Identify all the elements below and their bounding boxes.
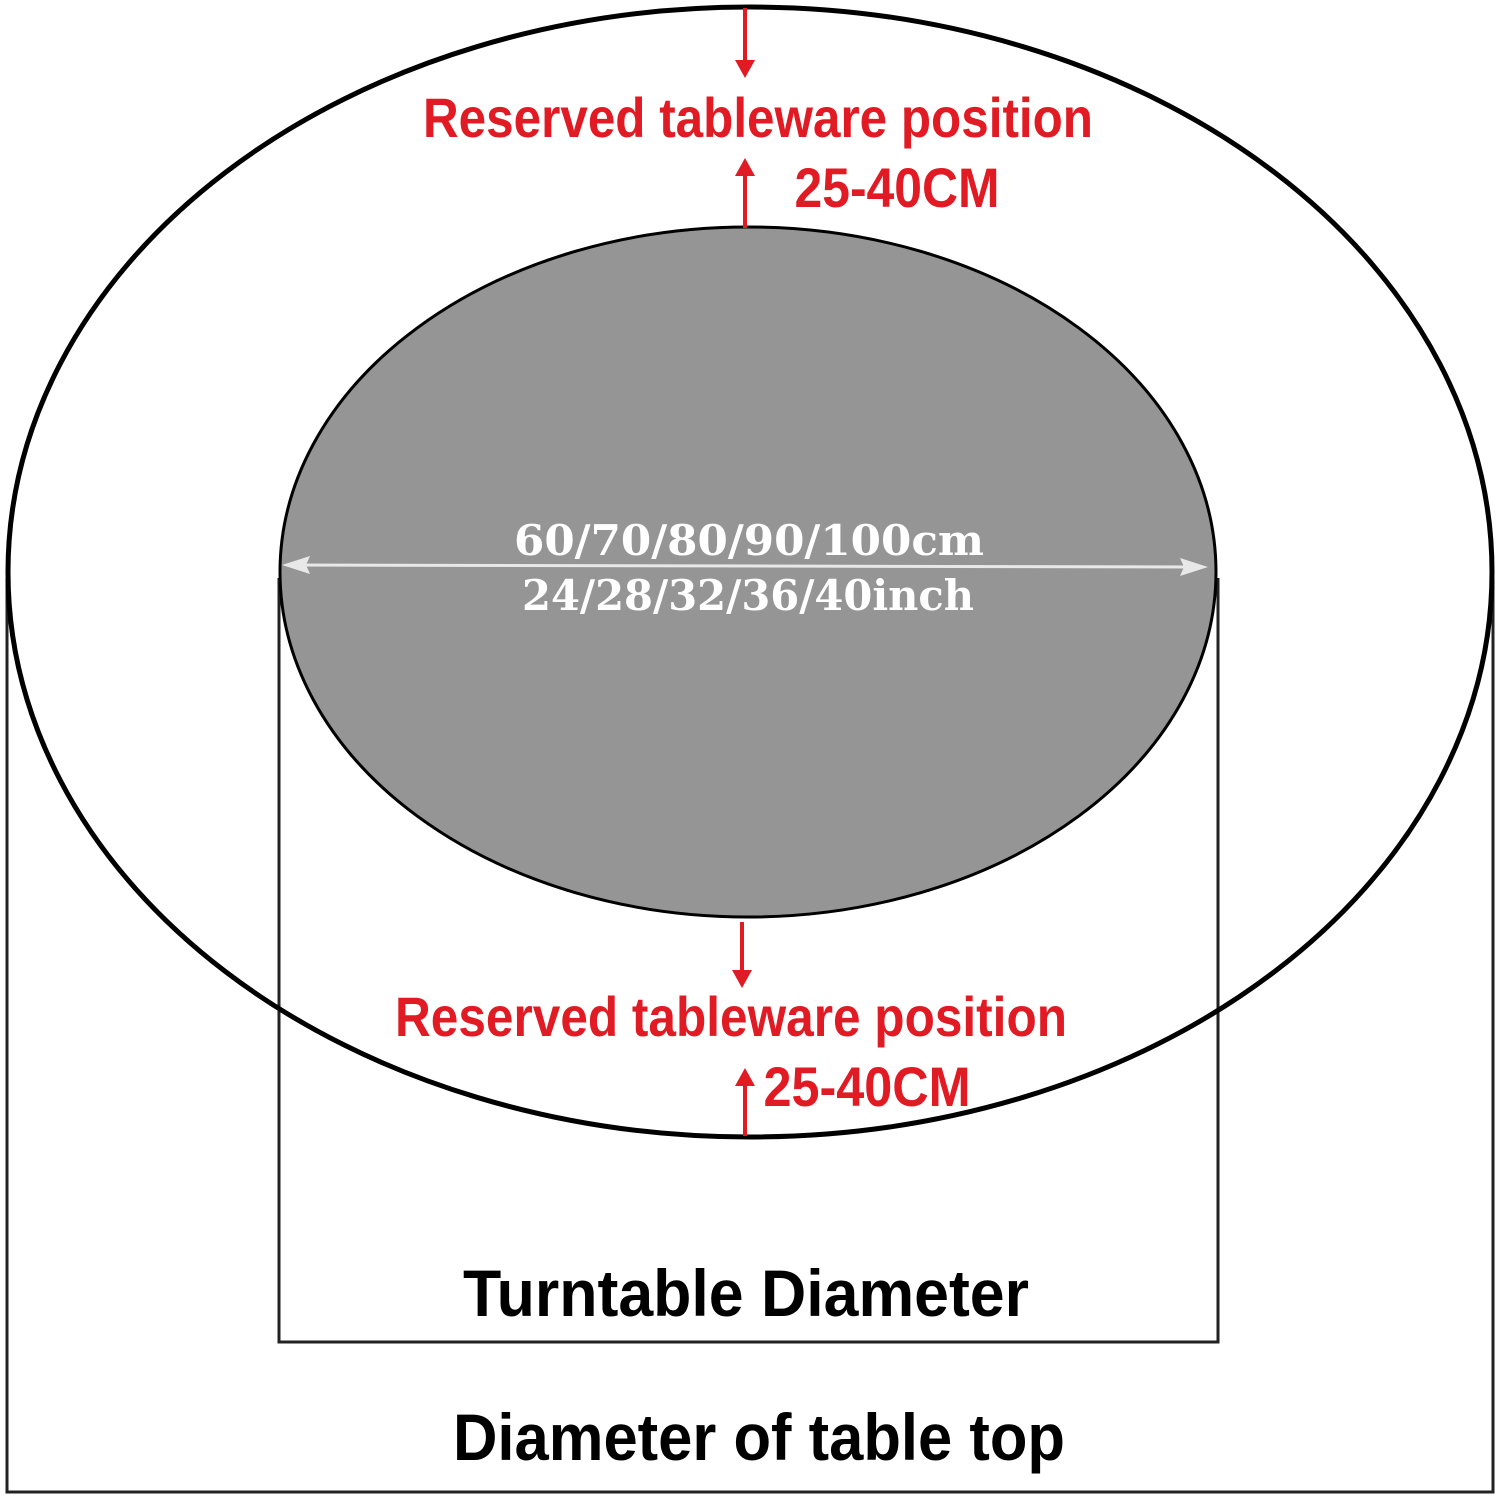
bottom-arrow-up: [735, 1068, 755, 1136]
top-arrow-up: [735, 158, 755, 228]
turntable-size-cm: 60/70/80/90/100cm: [514, 516, 984, 565]
turntable-disc: [278, 225, 1218, 919]
top-arrow-down: [735, 8, 755, 78]
table-top-diameter-caption: Diameter of table top: [453, 1400, 1065, 1474]
turntable-diameter-arrow: [282, 556, 1208, 576]
top-range-label: 25-40CM: [795, 156, 1000, 219]
turntable-size-inch: 24/28/32/36/40inch: [522, 571, 974, 620]
table-top-outline: [5, 4, 1495, 1140]
turntable-frame: [277, 578, 1220, 1344]
bottom-range-label: 25-40CM: [764, 1055, 971, 1118]
bottom-arrow-down: [732, 922, 752, 988]
bottom-reserved-label: Reserved tableware position: [395, 985, 1067, 1048]
top-reserved-label: Reserved tableware position: [423, 86, 1093, 149]
table-top-frame: [5, 578, 1495, 1494]
turntable-diameter-caption: Turntable Diameter: [463, 1256, 1029, 1330]
